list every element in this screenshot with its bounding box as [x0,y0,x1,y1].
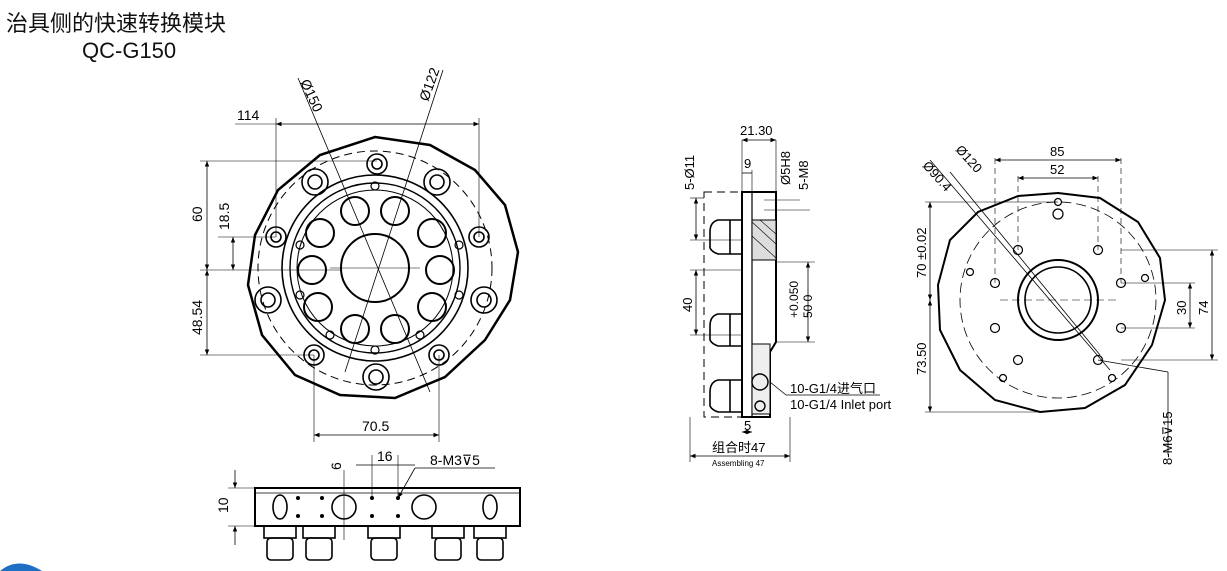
locating-pins [265,153,490,366]
dim-5m8: 5-M8 [796,160,811,190]
front-outer-body [246,135,520,400]
dim-10: 10 [215,497,231,513]
drawing-title: 治具侧的快速转换模块 [6,12,227,37]
right-view [925,157,1218,455]
dim-70: 70 ±0.02 [914,227,929,278]
dim-120: Ø120 [953,142,985,176]
dim-50: 50 0 [801,294,815,318]
assembly-cn: 组合时47 [712,440,765,455]
front-view [200,69,520,442]
port-label-en: 10-G1/4 Inlet port [790,397,892,412]
bottom-view [228,455,521,561]
dim-18-5: 18.5 [216,203,232,230]
dim-21-30: 21.30 [740,123,773,138]
dim-74: 74 [1196,301,1211,315]
dim-70-5: 70.5 [362,418,389,434]
dim-6: 6 [328,462,344,470]
dim-5h8: Ø5H8 [778,151,793,185]
dim-60: 60 [189,206,205,222]
dim-90-4: Ø90.4 [920,158,955,194]
mount-bolts [254,168,498,391]
dim-150: Ø150 [297,77,326,115]
dim-30: 30 [1174,301,1189,315]
dim-m6: 8-M6⊽15 [1160,411,1175,465]
dim-85: 85 [1050,144,1064,159]
port-ring [297,196,455,344]
dim-52: 52 [1050,162,1064,177]
model-number: QC-G150 [82,38,177,63]
screw-note: 8-M3⊽5 [430,452,480,468]
corner-logo [0,563,42,571]
dim-73-50: 73.50 [914,342,929,375]
dim-5-11: 5-Ø11 [682,155,697,190]
dim-40: 40 [680,298,695,312]
side-view [689,137,880,462]
dim-50-tol: +0.050 [787,281,801,318]
right-outer-body [936,191,1167,414]
dim-9: 9 [744,156,751,171]
assembly-en: Assembling 47 [712,459,765,468]
port-label-cn: 10-G1/4进气口 [790,381,876,396]
dim-5: 5 [744,418,751,433]
dim-114: 114 [237,107,260,123]
dim-48-54: 48.54 [189,300,205,335]
dim-16: 16 [377,448,393,464]
